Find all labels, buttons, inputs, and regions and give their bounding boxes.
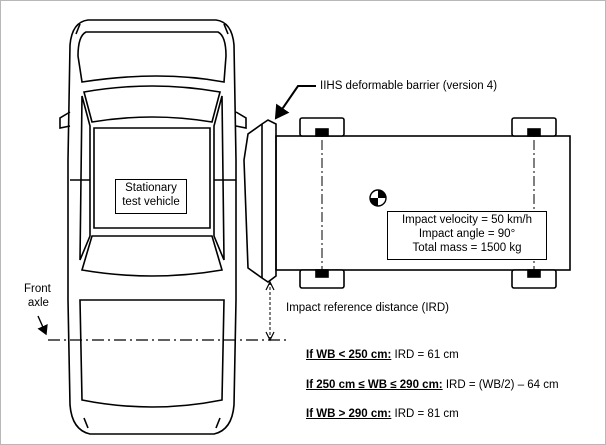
ird-rule-3: If WB > 290 cm: IRD = 81 cm (306, 407, 459, 421)
ird-dimension (265, 280, 275, 342)
ird-rule-2-result: IRD = (WB/2) – 64 cm (442, 379, 559, 391)
impact-parameters-box: Impact velocity = 50 km/h Impact angle =… (387, 211, 547, 260)
ird-rule-1-condition: If WB < 250 cm: (306, 349, 392, 361)
vehicle-trunk (79, 299, 225, 408)
ird-rule-1: If WB < 250 cm: IRD = 61 cm (306, 348, 459, 362)
vehicle-hood (77, 31, 227, 83)
front-axle-label: Front axle (24, 282, 51, 310)
ird-label: Impact reference distance (IRD) (286, 302, 449, 314)
vehicle-right-mirror (235, 111, 247, 129)
ird-rule-2: If 250 cm ≤ WB ≤ 290 cm: IRD = (WB/2) – … (306, 378, 559, 392)
vehicle-roof (93, 127, 211, 229)
barrier-face (243, 119, 277, 283)
front-axle-arrow (37, 315, 48, 336)
vehicle-body-outline (67, 19, 237, 435)
deformable-barrier (243, 119, 277, 283)
ird-rule-1-result: IRD = 61 cm (391, 349, 459, 361)
center-of-gravity-icon (369, 189, 387, 207)
moving-barrier-carriage (275, 117, 571, 289)
front-axle-label-line2: axle (27, 297, 49, 309)
barrier-leader-arrow (274, 85, 316, 120)
front-axle-label-line1: Front (24, 283, 51, 295)
carriage-body (275, 135, 571, 271)
vehicle-label-line1: Stationary (125, 182, 177, 194)
vehicle-right-windows (213, 95, 225, 261)
stationary-vehicle (59, 19, 247, 435)
ird-rule-3-result: IRD = 81 cm (391, 408, 459, 420)
stationary-vehicle-label: Stationary test vehicle (115, 179, 187, 214)
barrier-label: IIHS deformable barrier (version 4) (320, 80, 498, 92)
ird-rule-2-condition: If 250 cm ≤ WB ≤ 290 cm: (306, 379, 443, 391)
vehicle-left-windows (79, 95, 91, 261)
vehicle-label-line2: test vehicle (122, 196, 180, 208)
ird-rule-3-condition: If WB > 290 cm: (306, 408, 392, 420)
total-mass: Total mass = 1500 kg (412, 242, 522, 254)
vehicle-rear-window (80, 235, 224, 277)
vehicle-left-mirror (59, 111, 71, 129)
impact-angle: Impact angle = 90° (418, 228, 516, 240)
vehicle-windshield (83, 85, 221, 123)
impact-velocity: Impact velocity = 50 km/h (401, 214, 533, 226)
